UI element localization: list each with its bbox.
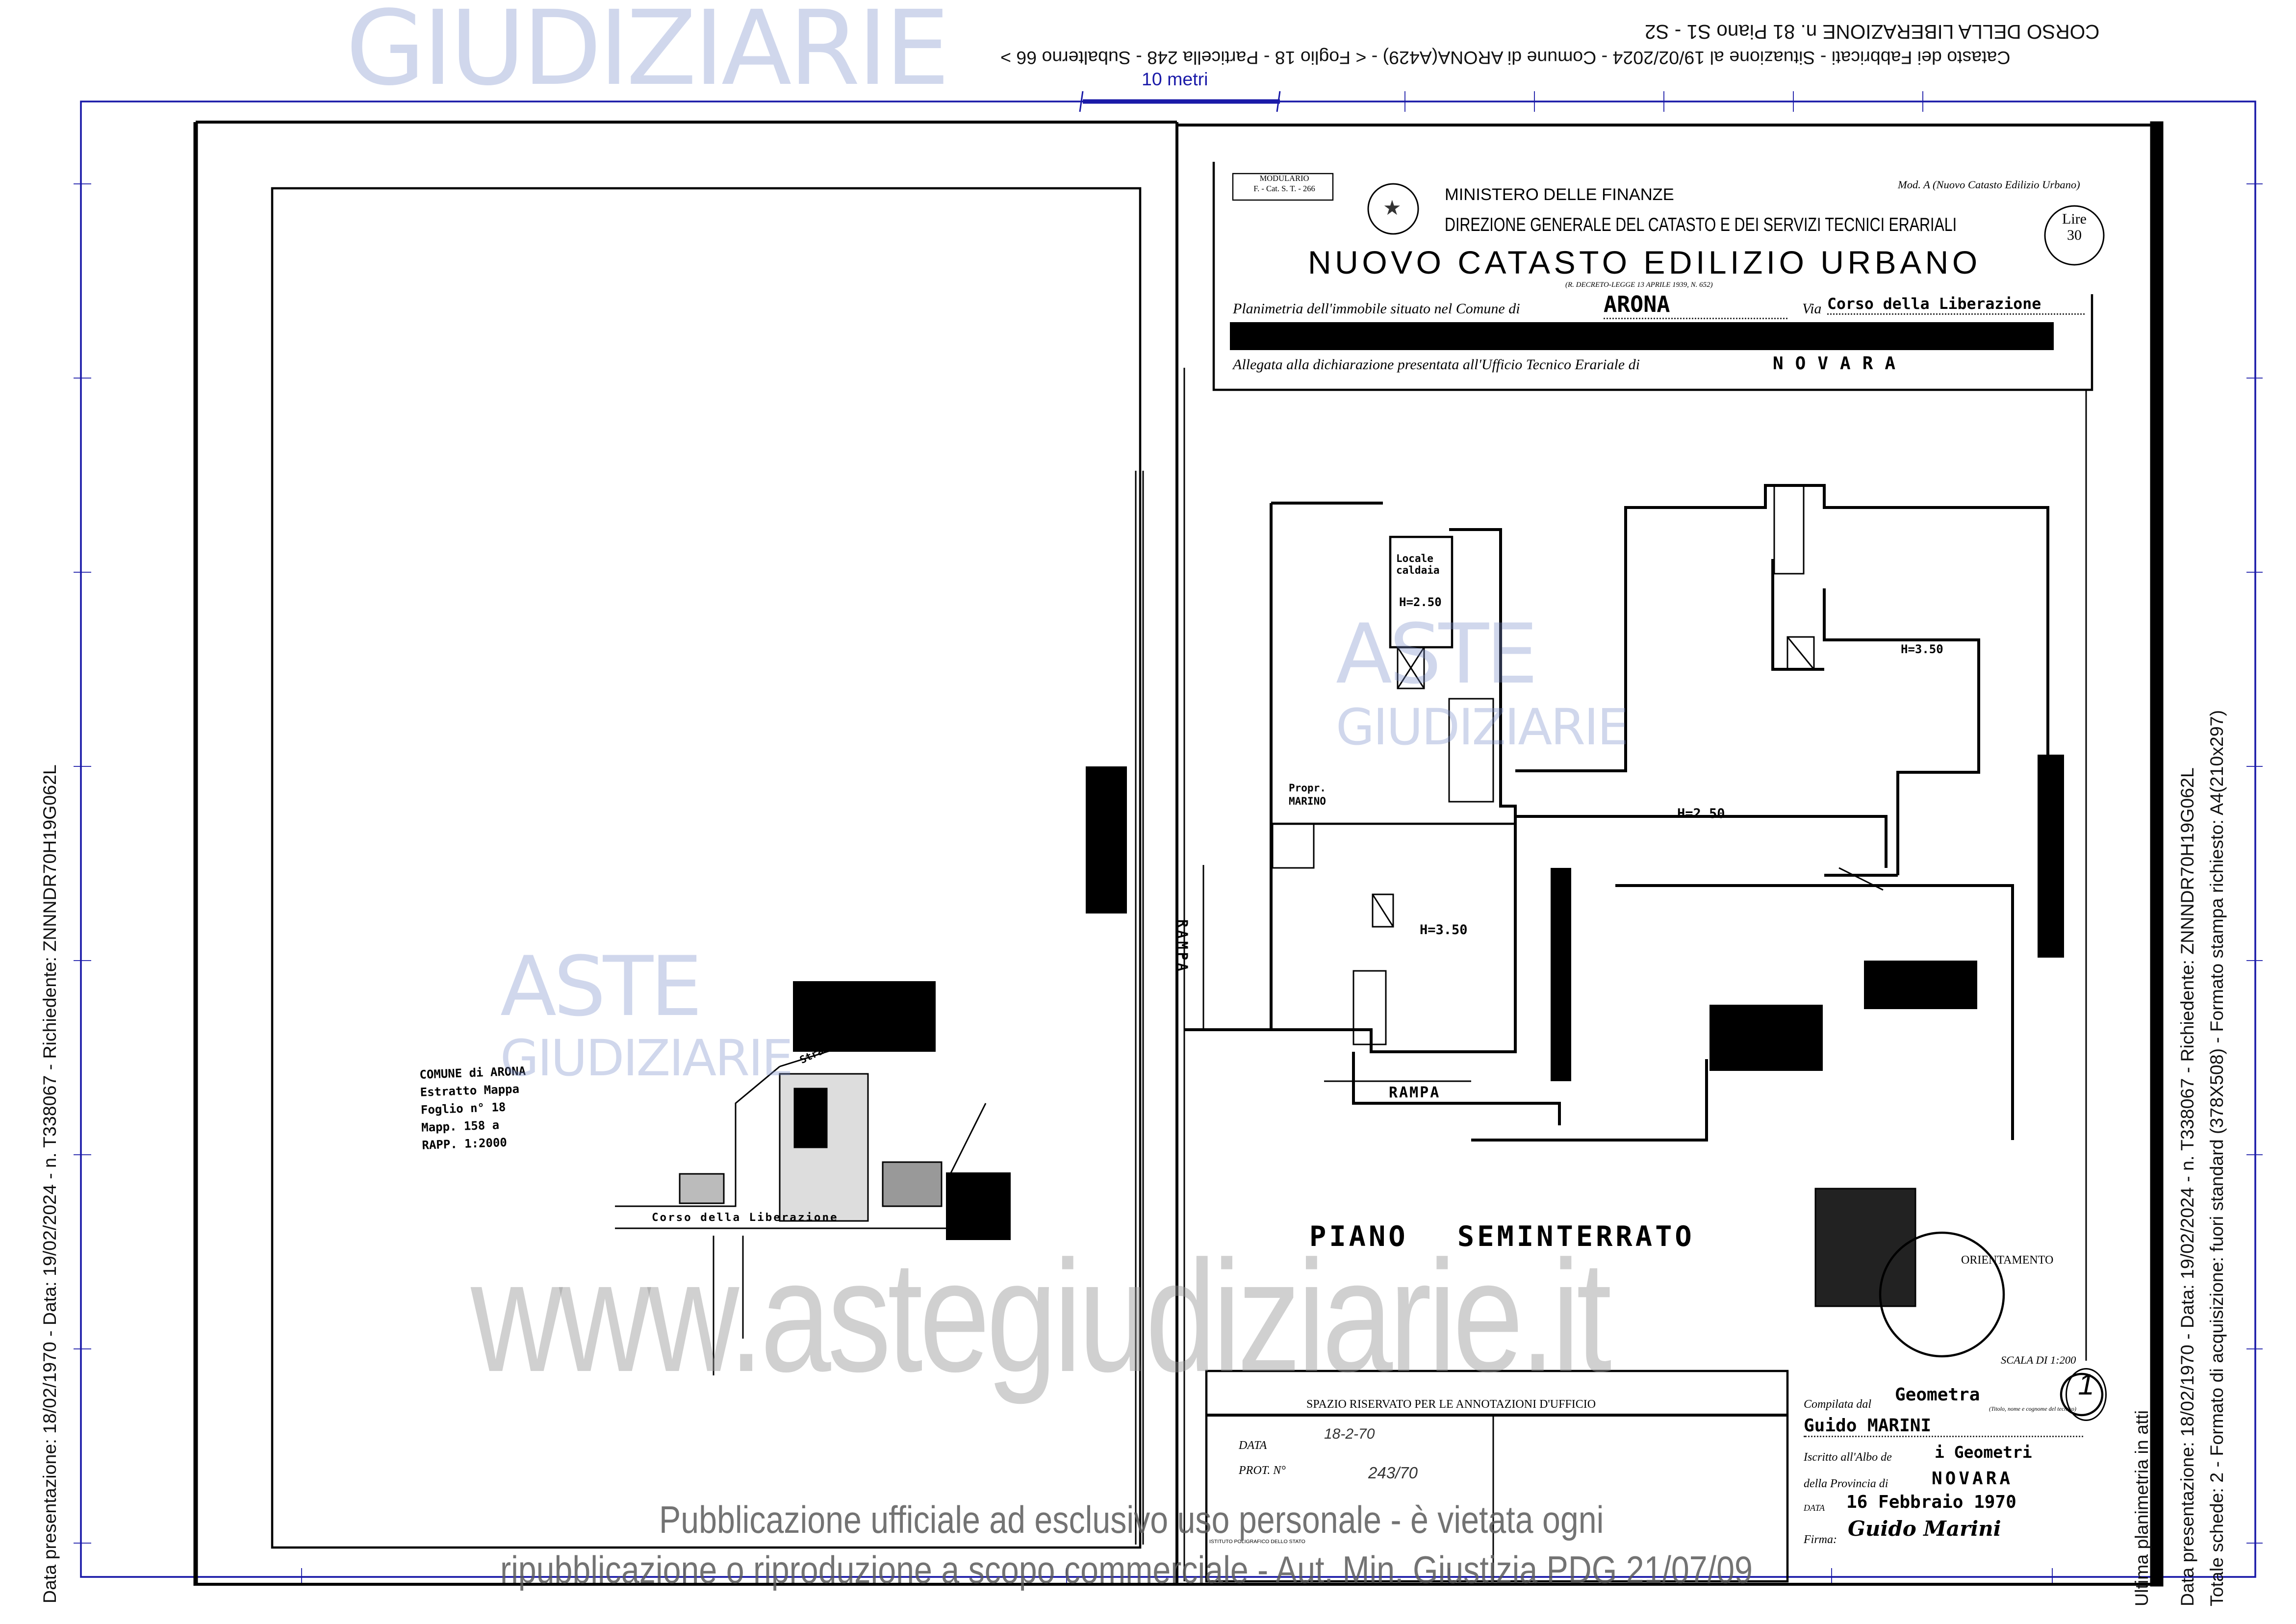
side-info-left: Data presentazione: 18/02/1970 - Data: 1…	[40, 764, 60, 1603]
ufficio-value: NOVARA	[1773, 353, 1908, 374]
annotations-title: SPAZIO RISERVATO PER LE ANNOTAZIONI D'UF…	[1306, 1397, 1596, 1411]
emblem-star-icon: ★	[1383, 196, 1402, 219]
annotation-prot-value: 243/70	[1368, 1465, 1418, 1483]
height-label: H=3.50	[1901, 643, 1943, 656]
rampa-label: RAMPA	[1389, 1086, 1441, 1102]
lire-value: 30	[2067, 228, 2082, 244]
scale-label: 10 metri	[1142, 69, 1208, 90]
form-title: NUOVO CATASTO EDILIZIO URBANO	[1308, 244, 1981, 281]
sheet-number: 1	[2066, 1368, 2107, 1421]
iscritto-label: Iscritto all'Albo de	[1804, 1450, 1892, 1464]
via-value: Corso della Liberazione	[1827, 296, 2085, 315]
direction-label: DIREZIONE GENERALE DEL CATASTO E DEI SER…	[1445, 213, 1957, 235]
compiler-title-hint: (Titolo, nome e cognome del tecnico)	[1989, 1405, 2076, 1412]
redaction-box	[1864, 961, 1977, 1009]
compilata-label: Compilata dal	[1804, 1397, 1872, 1411]
locale-caldaia-label: Locale caldaia	[1396, 553, 1440, 577]
allegata-label: Allegata alla dichiarazione presentata a…	[1233, 357, 1640, 374]
floor-label: PIANO SEMINTERRATO	[1309, 1221, 1695, 1253]
modulario-code: F. - Cat. S. T. - 266	[1253, 185, 1315, 194]
compiler-name: Guido MARINI	[1804, 1415, 2083, 1437]
via-label: Via	[1802, 302, 1822, 318]
ministry-label: MINISTERO DELLE FINANZE	[1445, 187, 1674, 204]
watermark-aste: ASTE	[1336, 608, 1538, 703]
plan-scale-label: SCALA DI 1:200	[2001, 1353, 2076, 1367]
comune-value: ARONA	[1604, 291, 1787, 319]
street-label: Corso della Liberazione	[652, 1211, 839, 1224]
legal-notice-line2: ripubblicazione o riproduzione a scopo c…	[500, 1548, 1753, 1592]
legal-notice-line1: Pubblicazione ufficiale ad esclusivo uso…	[659, 1497, 1604, 1542]
printer-label: ISTITUTO POLIGRAFICO DELLO STATO	[1209, 1539, 1305, 1545]
watermark-giudiziarie: GIUDIZIARIE	[500, 1030, 793, 1089]
signature: Guido Marini	[1848, 1518, 2001, 1542]
decree-label: (R. DECRETO-LEGGE 13 APRILE 1939, N. 652…	[1565, 282, 1713, 290]
rampa-label: RAMPA	[1174, 919, 1189, 974]
redaction-box	[946, 1172, 1011, 1240]
last-plan-label: Ultima planimetria in atti	[2132, 1410, 2152, 1606]
annotation-date-label: DATA	[1239, 1439, 1267, 1452]
redaction-box	[2038, 755, 2064, 958]
watermark-site: www.astegiudiziarie.it	[471, 1227, 1612, 1405]
watermark-giudiziarie-top: GIUDIZIARIE	[346, 0, 950, 109]
redaction-box	[1551, 868, 1571, 1081]
height-label: H=2.50	[1399, 596, 1442, 609]
lire-label: Lire	[2062, 212, 2087, 228]
mod-label: Mod. A (Nuovo Catasto Edilizio Urbano)	[1898, 178, 2080, 191]
compiler-title: Geometra	[1895, 1384, 1980, 1405]
side-info-right: Data presentazione: 18/02/1970 - Data: 1…	[2177, 767, 2198, 1606]
redaction-box	[1709, 1005, 1823, 1071]
annotation-date-value: 18-2-70	[1324, 1427, 1375, 1443]
firma-label: Firma:	[1804, 1533, 1837, 1546]
provincia-label: della Provincia di	[1804, 1477, 1888, 1490]
compiler-date: 16 Febbraio 1970	[1846, 1492, 2016, 1512]
watermark-giudiziarie: GIUDIZIARIE	[1336, 699, 1629, 758]
planimetria-label: Planimetria dell'immobile situato nel Co…	[1233, 302, 1520, 318]
redaction-box	[793, 981, 936, 1052]
albo-value: i Geometri	[1935, 1443, 2032, 1462]
annotation-prot-label: PROT. N°	[1239, 1464, 1286, 1477]
watermark-aste: ASTE	[500, 940, 702, 1036]
height-label: H=2.50	[1677, 808, 1725, 822]
compiler-date-label: DATA	[1804, 1505, 1825, 1514]
owner-label: Propr. MARINO	[1289, 783, 1326, 808]
redaction-box	[1086, 766, 1127, 914]
map-extract-line: RAPP. 1:2000	[422, 1136, 508, 1152]
orientation-label: ORIENTAMENTO	[1961, 1253, 2054, 1267]
height-label: H=3.50	[1420, 924, 1468, 939]
side-info-format: Totale schede: 2 - Formato di acquisizio…	[2207, 710, 2227, 1606]
provincia-value: NOVARA	[1932, 1468, 2014, 1489]
modulario-label: MODULARIO	[1259, 175, 1309, 184]
redaction-box	[1230, 322, 2054, 350]
